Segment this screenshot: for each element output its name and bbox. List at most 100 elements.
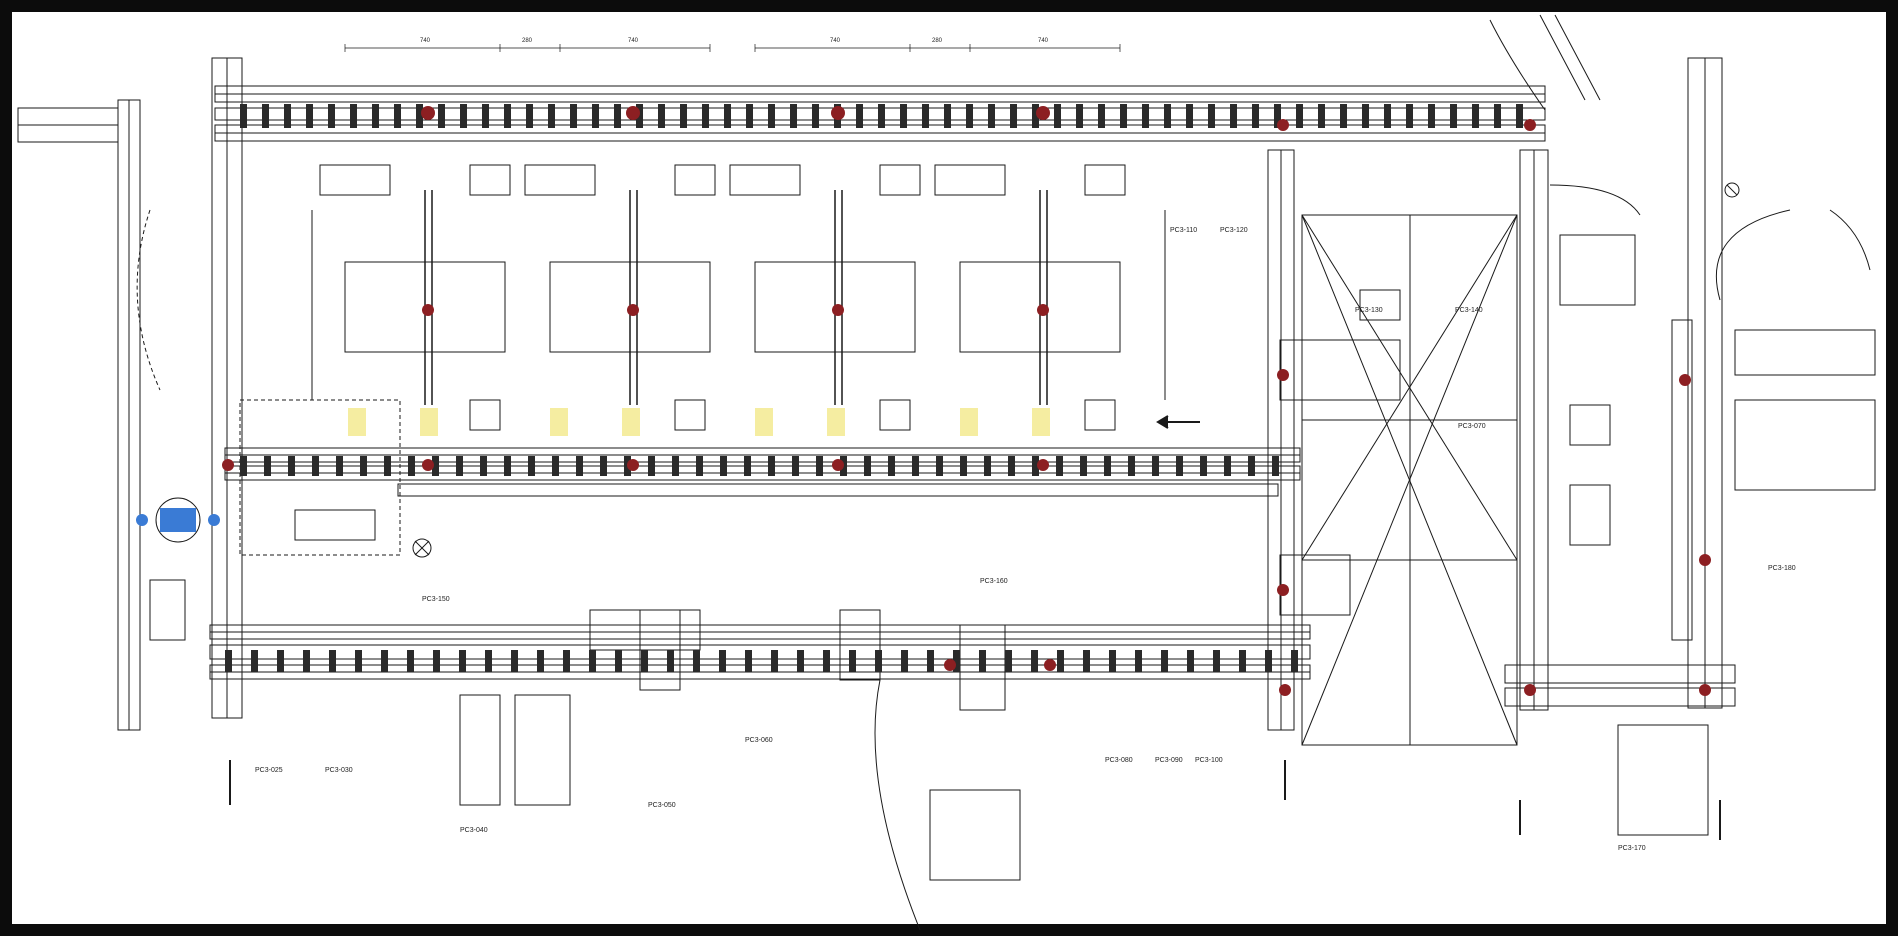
roller-mark xyxy=(1031,650,1038,672)
roller-mark xyxy=(284,104,291,128)
roller-mark xyxy=(1032,456,1039,476)
yellow-markers xyxy=(348,408,1050,436)
roller-mark xyxy=(552,456,559,476)
roller-mark xyxy=(944,104,951,128)
middle-conveyor xyxy=(224,447,1301,497)
right-verticals xyxy=(1267,57,1723,731)
roller-mark xyxy=(615,650,622,672)
roller-mark xyxy=(823,650,830,672)
roller-mark xyxy=(1164,104,1171,128)
roller-mark xyxy=(329,650,336,672)
roller-mark xyxy=(1200,456,1207,476)
roller-mark xyxy=(460,104,467,128)
dim-seg-e: 280 xyxy=(932,38,943,44)
roller-mark xyxy=(576,456,583,476)
arcs xyxy=(412,14,1871,931)
machines xyxy=(149,234,1876,881)
dim-seg-f: 740 xyxy=(1038,38,1049,44)
dashed-region xyxy=(136,209,401,556)
roller-mark xyxy=(360,456,367,476)
roller-mark xyxy=(953,650,960,672)
roller-mark xyxy=(1428,104,1435,128)
roller-mark xyxy=(816,456,823,476)
roller-mark xyxy=(768,104,775,128)
roller-mark xyxy=(1340,104,1347,128)
roller-mark xyxy=(1384,104,1391,128)
roller-mark xyxy=(984,456,991,476)
roller-mark xyxy=(1098,104,1105,128)
roller-mark xyxy=(1239,650,1246,672)
roller-mark xyxy=(416,104,423,128)
label-pc3-130: PC3-130 xyxy=(1355,307,1383,314)
roller-mark xyxy=(641,650,648,672)
roller-mark xyxy=(1135,650,1142,672)
roller-mark xyxy=(312,456,319,476)
roller-mark xyxy=(251,650,258,672)
roller-mark xyxy=(1076,104,1083,128)
roller-mark xyxy=(381,650,388,672)
roller-mark xyxy=(744,456,751,476)
roller-mark xyxy=(658,104,665,128)
roller-mark xyxy=(1005,650,1012,672)
roller-mark xyxy=(1291,650,1298,672)
roller-mark xyxy=(1187,650,1194,672)
roller-mark xyxy=(864,456,871,476)
roller-mark xyxy=(592,104,599,128)
roller-mark xyxy=(888,456,895,476)
roller-mark xyxy=(875,650,882,672)
roller-mark xyxy=(438,104,445,128)
roller-mark xyxy=(459,650,466,672)
roller-mark xyxy=(1104,456,1111,476)
bottom-conveyor xyxy=(209,624,1736,707)
roller-mark xyxy=(720,456,727,476)
roller-mark xyxy=(636,104,643,128)
roller-mark xyxy=(306,104,313,128)
roller-mark xyxy=(746,104,753,128)
dim-seg-b: 280 xyxy=(522,38,533,44)
label-pc3-060: PC3-060 xyxy=(745,737,773,744)
roller-mark xyxy=(922,104,929,128)
label-pc3-180: PC3-180 xyxy=(1768,565,1796,572)
roller-mark xyxy=(480,456,487,476)
dimension-labels: 740 280 740 740 280 740 xyxy=(420,38,1049,44)
dimension-lines xyxy=(344,44,1121,52)
roller-mark xyxy=(432,456,439,476)
roller-mark xyxy=(1494,104,1501,128)
roller-mark xyxy=(1516,104,1523,128)
roller-mark xyxy=(384,456,391,476)
roller-mark xyxy=(407,650,414,672)
roller-mark xyxy=(1296,104,1303,128)
roller-mark xyxy=(1224,456,1231,476)
roller-mark xyxy=(1010,104,1017,128)
roller-mark xyxy=(433,650,440,672)
roller-mark xyxy=(1080,456,1087,476)
roller-mark xyxy=(724,104,731,128)
roller-mark xyxy=(511,650,518,672)
roller-mark xyxy=(960,456,967,476)
roller-mark xyxy=(394,104,401,128)
roller-mark xyxy=(1362,104,1369,128)
roller-mark xyxy=(693,650,700,672)
roller-mark xyxy=(1274,104,1281,128)
roller-mark xyxy=(768,456,775,476)
roller-mark xyxy=(912,456,919,476)
roller-mark xyxy=(528,456,535,476)
roller-mark xyxy=(792,456,799,476)
roller-mark xyxy=(614,104,621,128)
label-pc3-100: PC3-100 xyxy=(1195,757,1223,764)
roller-mark xyxy=(1054,104,1061,128)
roller-mark xyxy=(1186,104,1193,128)
roller-mark xyxy=(589,650,596,672)
roller-mark xyxy=(328,104,335,128)
roller-mark xyxy=(482,104,489,128)
roller-mark xyxy=(1008,456,1015,476)
label-pc3-080: PC3-080 xyxy=(1105,757,1133,764)
label-pc3-050: PC3-050 xyxy=(648,802,676,809)
robots xyxy=(222,106,1711,696)
roller-mark xyxy=(878,104,885,128)
roller-mark xyxy=(336,456,343,476)
roller-mark xyxy=(288,456,295,476)
roller-mark xyxy=(1032,104,1039,128)
roller-mark xyxy=(1161,650,1168,672)
storage-area xyxy=(1301,214,1518,746)
